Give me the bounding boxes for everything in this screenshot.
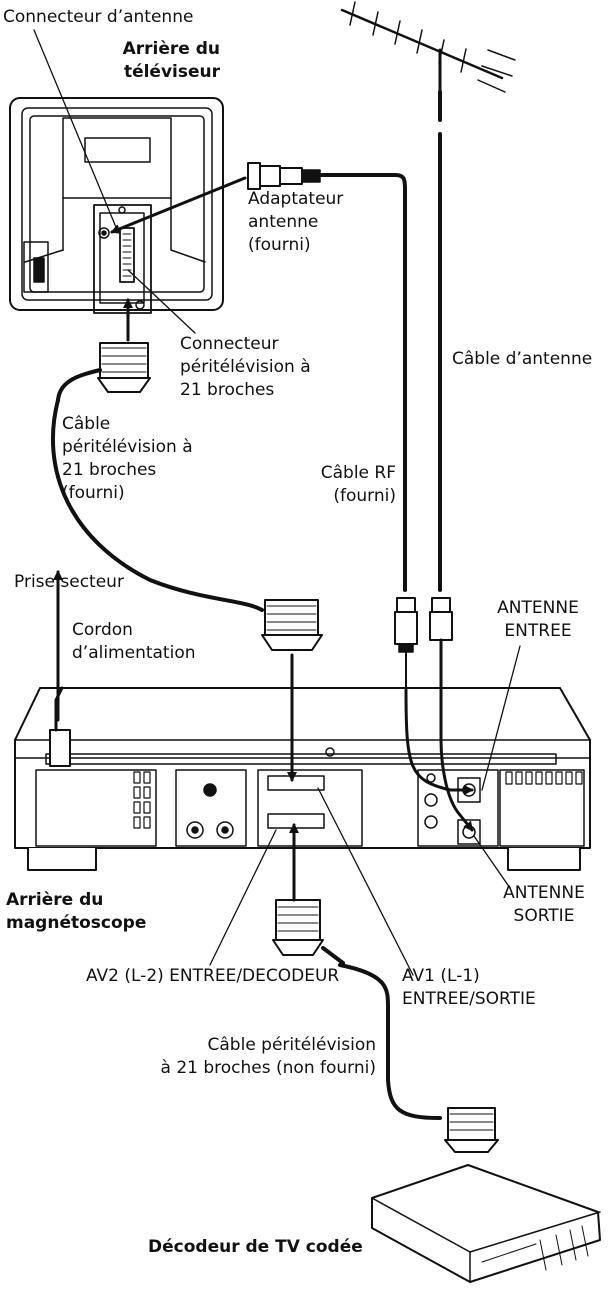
label-arriere-magneto: Arrière du magnétoscope	[6, 890, 147, 933]
peritel-plug-decoder	[272, 899, 345, 965]
label-connecteur-antenne: Connecteur d’antenne	[3, 7, 194, 27]
antenna-adapter-icon	[247, 162, 321, 190]
label-cable-peritel-non-fourni: Câble péritélévision à 21 broches (non f…	[160, 1035, 376, 1078]
label-cable-peritel-fourni: Câble péritélévision à 21 broches (fourn…	[62, 414, 193, 503]
antenna-icon	[340, 1, 516, 94]
label-cable-rf: Câble RF (fourni)	[320, 463, 396, 506]
label-av2: AV2 (L-2) ENTREE/DECODEUR	[86, 966, 340, 986]
rf-plug	[394, 597, 418, 691]
peritel-plug-decoder-box	[444, 1107, 499, 1153]
peritel-plug-vcr-top	[261, 599, 323, 651]
label-antenne-entree: ANTENNE ENTREE	[497, 598, 579, 641]
vcr-rear-illustration	[14, 686, 591, 871]
label-adaptateur: Adaptateur antenne (fourni)	[248, 189, 344, 255]
label-cordon: Cordon d’alimentation	[72, 620, 196, 663]
cables	[50, 90, 442, 1120]
peritel-plug-tv	[97, 342, 151, 393]
label-cable-antenne: Câble d’antenne	[452, 349, 593, 369]
connection-arrows	[53, 176, 474, 902]
label-decodeur: Décodeur de TV codée	[148, 1237, 363, 1257]
label-connecteur-peritel: Connecteur péritélévision à 21 broches	[180, 334, 311, 400]
label-av1: AV1 (L-1) ENTREE/SORTIE	[402, 966, 536, 1009]
decoder-box-illustration	[371, 1164, 601, 1283]
label-leader-lines	[33, 29, 521, 976]
tv-rear-illustration	[9, 97, 224, 314]
label-arriere-tv: Arrière du téléviseur	[122, 39, 220, 82]
antenna-plug	[429, 597, 453, 654]
label-antenne-sortie: ANTENNE SORTIE	[503, 883, 585, 926]
label-prise-secteur: Prise secteur	[14, 572, 124, 592]
